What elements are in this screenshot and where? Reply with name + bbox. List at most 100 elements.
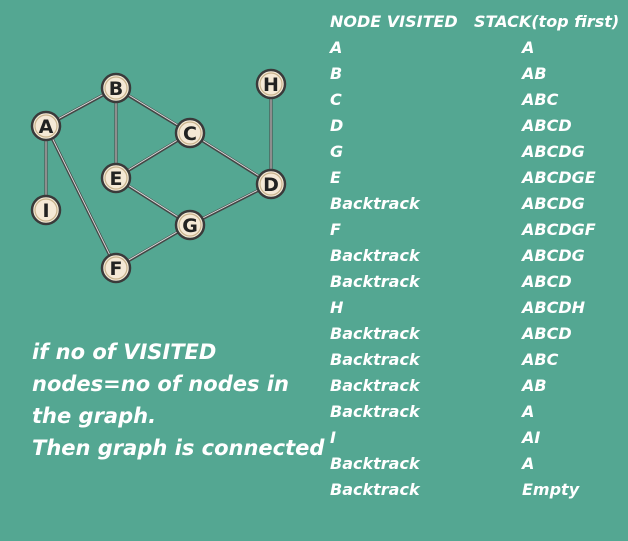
node-visited-cell: Backtrack [330, 324, 420, 343]
table-row: Backtrack ABCDG [330, 194, 628, 220]
stack-cell: A [522, 38, 535, 57]
node-b: B [100, 72, 132, 104]
node-visited-cell: F [330, 220, 341, 239]
node-label: D [263, 174, 279, 196]
node-visited-cell: Backtrack [330, 480, 420, 499]
node-label: E [110, 168, 123, 190]
node-label: F [110, 258, 123, 280]
node-ring [104, 166, 128, 190]
table-row: G ABCDG [330, 142, 628, 168]
node-label: A [39, 116, 54, 138]
table-row: Backtrack ABCD [330, 324, 628, 350]
node-circle [255, 168, 287, 200]
node-ring [104, 76, 128, 100]
table-row: H ABCDH [330, 298, 628, 324]
table-row: F ABCDGF [330, 220, 628, 246]
note-line: nodes=no of nodes in [32, 372, 289, 396]
node-ring [178, 121, 202, 145]
stack-cell: ABCD [522, 272, 572, 291]
node-a: A [30, 110, 62, 142]
table-row: Backtrack ABCDG [330, 246, 628, 272]
node-circle [100, 252, 132, 284]
table-row: Backtrack A [330, 402, 628, 428]
stack-cell: ABC [522, 350, 559, 369]
node-visited-cell: E [330, 168, 341, 187]
node-visited-cell: Backtrack [330, 402, 420, 421]
node-circle [100, 72, 132, 104]
node-circle [30, 110, 62, 142]
connectivity-note: if no of VISITED nodes=no of nodes in th… [32, 336, 324, 464]
node-visited-cell: Backtrack [330, 194, 420, 213]
node-circle [174, 117, 206, 149]
node-g: G [174, 209, 206, 241]
stack-cell: ABCDGE [522, 168, 596, 187]
stack-cell: AI [522, 428, 541, 447]
node-visited-cell: Backtrack [330, 454, 420, 473]
node-circle [100, 162, 132, 194]
node-d: D [255, 168, 287, 200]
node-e: E [100, 162, 132, 194]
table-row: C ABC [330, 90, 628, 116]
node-ring [259, 72, 283, 96]
stack-cell: ABCDG [522, 246, 585, 265]
stack-cell: ABCD [522, 324, 572, 343]
node-ring [259, 172, 283, 196]
table-row: E ABCDGE [330, 168, 628, 194]
table-row: Backtrack ABCD [330, 272, 628, 298]
node-visited-cell: A [330, 38, 343, 57]
node-visited-cell: D [330, 116, 344, 135]
node-ring [34, 198, 58, 222]
note-line: the graph. [32, 404, 157, 428]
header-stack: STACK(top first) [474, 12, 620, 31]
node-c: C [174, 117, 206, 149]
stack-cell: ABCD [522, 116, 572, 135]
node-visited-cell: G [330, 142, 344, 161]
stack-cell: ABCDG [522, 142, 585, 161]
header-node-visited: NODE VISITED [330, 12, 458, 31]
edge-highlight [189, 131, 272, 184]
node-i: I [30, 194, 62, 226]
edge-c-d [188, 131, 273, 186]
graph-diagram: A B C D E F G H I [30, 68, 287, 284]
node-visited-cell: Backtrack [330, 350, 420, 369]
graph-edges [44, 82, 273, 270]
table-row: I AI [330, 428, 628, 454]
stack-cell: AB [522, 376, 547, 395]
table-row: Backtrack AB [330, 376, 628, 402]
node-label: C [183, 123, 197, 145]
node-label: H [263, 74, 279, 96]
node-label: G [182, 215, 198, 237]
table-row: Backtrack ABC [330, 350, 628, 376]
stack-cell: ABCDG [522, 194, 585, 213]
node-ring [178, 213, 202, 237]
node-visited-cell: I [330, 428, 336, 447]
stack-cell: ABCDH [522, 298, 585, 317]
node-label: B [109, 78, 123, 100]
node-ring [34, 114, 58, 138]
note-line: if no of VISITED [32, 340, 217, 364]
node-visited-cell: Backtrack [330, 246, 420, 265]
stack-cell: ABC [522, 90, 559, 109]
edge-highlight [45, 124, 117, 268]
stack-cell: A [522, 402, 535, 421]
note-line: Then graph is connected [32, 436, 325, 460]
stack-cell: ABCDGF [522, 220, 596, 239]
graph-nodes: A B C D E F G H I [30, 68, 287, 284]
node-visited-cell: Backtrack [330, 272, 420, 291]
node-visited-cell: C [330, 90, 342, 109]
node-visited-cell: B [330, 64, 343, 83]
node-label: I [42, 200, 49, 222]
table-row: D ABCD [330, 116, 628, 142]
node-h: H [255, 68, 287, 100]
node-ring [104, 256, 128, 280]
stack-cell: AB [522, 64, 547, 83]
node-visited-cell: Backtrack [330, 376, 420, 395]
node-circle [30, 194, 62, 226]
node-f: F [100, 252, 132, 284]
node-visited-cell: H [330, 298, 344, 317]
node-circle [174, 209, 206, 241]
